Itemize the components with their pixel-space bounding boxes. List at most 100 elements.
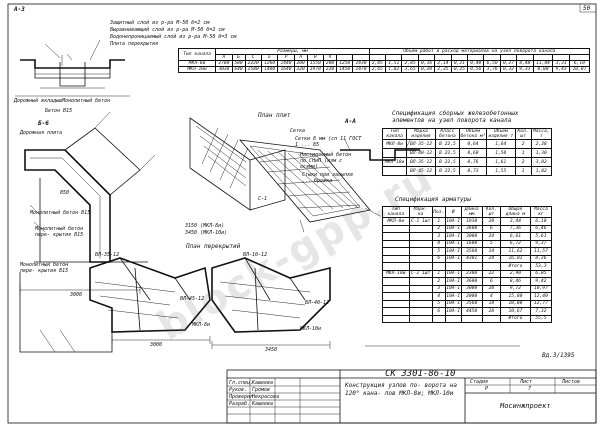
plan-dim-2: 3450 (МКЛ-10и) — [185, 230, 228, 236]
table3-cell: 2,44 — [500, 217, 531, 226]
table3-cell: 53,3 — [529, 262, 553, 271]
table2-cell: 2 — [514, 157, 532, 167]
title-block-frame — [226, 369, 597, 424]
table2-cell: В 22,5 — [434, 157, 461, 167]
table2-cell: 2,28 — [530, 139, 552, 149]
table3-cell: 3560 — [460, 247, 483, 256]
table3-cell: 6,72 — [500, 239, 531, 248]
table3-cell: 9,72 — [500, 284, 531, 293]
table3-cell: 10А-I — [444, 239, 462, 248]
table3-cell — [408, 292, 433, 301]
stage-value: Р — [485, 386, 489, 392]
stamp-role: Разраб. — [229, 401, 251, 407]
table3-cell: 6,46 — [529, 224, 553, 233]
table3-cell: 20 — [481, 217, 502, 226]
table2-cell: 1,50 — [485, 148, 516, 158]
table3-cell: 6 — [481, 277, 502, 286]
table3-header: Марк- ка — [408, 206, 433, 218]
table3-cell: 2000 — [460, 292, 483, 301]
table3-cell: 9,37 — [529, 239, 553, 248]
doc-code: СК 3301-86-10 — [385, 369, 456, 379]
table3-cell: 10А-I — [444, 299, 462, 308]
table3-cell: 2,90 — [500, 269, 531, 278]
table2-cell: 1 — [514, 166, 532, 176]
table3-cell: 10А-I — [444, 232, 462, 241]
plan-c1: С-1 — [258, 196, 268, 202]
table3-cell: 10,80 — [500, 299, 531, 308]
table1-cell: 1440 — [277, 60, 295, 67]
table3-cell: 3 — [431, 232, 446, 241]
sheets-label: Листов — [562, 379, 581, 385]
table3-cell: 4450 — [460, 307, 483, 316]
plan-note-2: Сетки 8 мм (сп 11 ГОСТ 1 ... 85 — [295, 136, 362, 148]
plan-dim-1: 3150 (МКЛ-8и) — [185, 223, 225, 229]
table2-cell: В 22,5 — [434, 139, 461, 149]
table3-cell: 8,36 — [529, 254, 553, 263]
table3-cell: 10,67 — [500, 307, 531, 316]
table3-cell — [382, 239, 410, 248]
stamp-name: Громов — [252, 387, 271, 393]
table3-cell: 12,77 — [529, 299, 553, 308]
label-beton-zag: Монолитный бетон В15 — [30, 210, 91, 216]
table3-cell — [382, 232, 410, 241]
table3-cell: 5 — [431, 299, 446, 308]
table3-cell: 8,46 — [500, 277, 531, 286]
table2-cell: 1,82 — [530, 166, 552, 176]
table3-cell: 2300 — [460, 269, 483, 278]
dimensions-table: Тип канала Размеры, мм Объем работ и рас… — [177, 48, 591, 73]
table3-cell: 24 — [481, 232, 502, 241]
table3-cell: 4 — [431, 292, 446, 301]
table3-cell — [444, 262, 462, 271]
table3-cell: 3000 — [460, 232, 483, 241]
note-top-3: Водонепроницаемый слой из р-ра М-50 б=3 … — [110, 34, 237, 40]
table1-cell: 1430 — [352, 60, 370, 67]
table1-cell: 2,85 — [401, 60, 419, 67]
lower-mark-2: ВЛ-45-12 — [180, 296, 205, 302]
table3-cell — [408, 277, 433, 286]
table1-cell: 11,44 — [532, 60, 554, 67]
table2-cell: ВЛ-40-12 — [406, 148, 436, 158]
table2-header: Кол. шт — [514, 128, 532, 140]
table3-cell: 1 — [431, 217, 446, 226]
table3-cell: 16,01 — [500, 254, 531, 263]
table3-cell: 55,5 — [529, 314, 553, 323]
stage-label: Стадия — [470, 379, 489, 385]
table3-cell — [444, 314, 462, 323]
table3-cell: 14 — [481, 247, 502, 256]
table3-cell: 10А-I — [444, 269, 462, 278]
table3-cell: МКЛ-10и — [382, 269, 410, 278]
section-label-b6: Б-6 — [38, 120, 49, 127]
table3-cell: 1930 — [460, 217, 483, 226]
table3-cell: 6 — [481, 224, 502, 233]
section-label-aa: А-А — [345, 118, 356, 125]
table3-cell — [408, 314, 433, 323]
table2-cell: 0,60 — [459, 148, 487, 158]
table3-cell: Итого — [500, 262, 531, 271]
table1-cell: 220 — [323, 66, 337, 73]
table2-cell: МКЛ-8и — [381, 139, 408, 149]
table3-cell: 5,61 — [529, 232, 553, 241]
table3-cell: 7,32 — [529, 307, 553, 316]
table3-cell: 28 — [481, 307, 502, 316]
table1-cell: 1470 — [352, 66, 370, 73]
table3-cell: 14 — [481, 299, 502, 308]
table2-header: Тип канала — [381, 128, 408, 140]
page-number: 50 — [583, 5, 591, 12]
table3-cell — [408, 307, 433, 316]
table2-cell — [381, 148, 408, 158]
table3-cell — [382, 254, 410, 263]
stamp-name: Кашеева — [252, 401, 274, 407]
table3-cell — [408, 262, 433, 271]
table3-header: Ø — [444, 206, 462, 218]
lower-mark-1: ВЛ-35-12 — [95, 252, 120, 258]
